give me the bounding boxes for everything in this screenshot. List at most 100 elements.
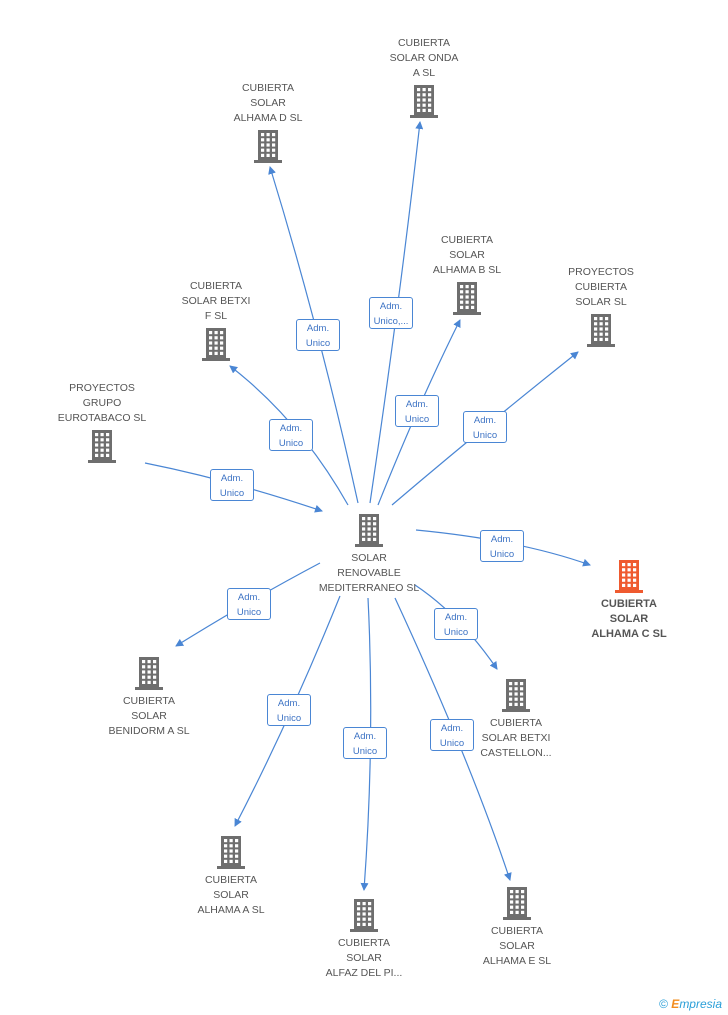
edge-label-text: Unico [404, 414, 430, 425]
edge-label-text: Adm. [444, 612, 468, 623]
building-icon [502, 679, 530, 712]
edge-label-text: Unico,... [373, 316, 409, 327]
company-name-line: SOLAR [609, 613, 649, 625]
building-icon [410, 85, 438, 118]
edge-label-box[interactable]: Adm.Unico [480, 530, 524, 562]
company-name: CUBIERTA SOLAR BETXI CASTELLON... [456, 716, 576, 761]
company-name-line: SOLAR [449, 249, 485, 261]
building-icon [350, 899, 378, 932]
company-name-line: CUBIERTA [189, 280, 243, 292]
company-name: CUBIERTA SOLAR ALHAMA C SL [569, 597, 689, 642]
company-name-line: CUBIERTA [489, 717, 543, 729]
edge-label-text: Unico [489, 549, 515, 560]
edge-label-box[interactable]: Adm.Unico [343, 727, 387, 759]
edge-label-box[interactable]: Adm. Unico [269, 419, 313, 451]
company-name-line: GRUPO [82, 397, 122, 409]
company-name-line: ALHAMA D SL [233, 112, 303, 124]
brand-logo-initial: E [671, 997, 680, 1011]
edge-label-box[interactable]: Adm. Unico [434, 608, 478, 640]
edge-label-text: Unico [276, 713, 302, 724]
company-name: CUBIERTA SOLAR ALFAZ DEL PI... [304, 936, 424, 981]
edge-label-text: Unico [472, 430, 498, 441]
company-name: CUBIERTA SOLAR ALHAMA B SL [407, 233, 527, 278]
company-node[interactable]: CUBIERTA SOLAR ALFAZ DEL PI... [304, 898, 424, 981]
company-name-line: SOLAR SL [575, 296, 627, 308]
company-name-line: SOLAR BETXI [481, 732, 551, 744]
company-name-line: SOLAR [250, 97, 286, 109]
company-name-line: CUBIERTA [337, 937, 391, 949]
edge-label-box[interactable]: Adm. Unico [227, 588, 271, 620]
edge-label-box[interactable]: Adm.Unico [267, 694, 311, 726]
edge-label-text: Adm. [405, 399, 429, 410]
building-icon [503, 887, 531, 920]
company-node[interactable]: CUBIERTA SOLAR ALHAMA B SL [407, 233, 527, 315]
building-icon [88, 430, 116, 463]
edge-label-text: Unico [443, 627, 469, 638]
company-name-line: ALHAMA C SL [591, 628, 667, 640]
company-name-line: SOLAR [346, 952, 382, 964]
company-name-line: ALHAMA B SL [432, 264, 502, 276]
edge-label-text: Adm. [379, 301, 403, 312]
company-name-line: ALHAMA E SL [482, 955, 552, 967]
company-name-line: ALFAZ DEL PI... [325, 967, 403, 979]
company-name-line: SOLAR [213, 889, 249, 901]
company-node[interactable]: CUBIERTA SOLAR ALHAMA C SL [569, 559, 689, 642]
edge-label-text: Adm. [279, 423, 303, 434]
building-icon [217, 836, 245, 869]
company-name-line: SOLAR ONDA [389, 52, 459, 64]
edge-label-box[interactable]: Adm. Unico,... [369, 297, 413, 329]
company-name-line: CUBIERTA [440, 234, 494, 246]
brand-logo-text: mpresia [679, 997, 722, 1011]
company-node[interactable]: CUBIERTA SOLAR BETXI CASTELLON... [456, 678, 576, 761]
company-name-line: EUROTABACO SL [57, 412, 147, 424]
building-icon [355, 514, 383, 547]
edge-label-box[interactable]: Adm. Unico [463, 411, 507, 443]
edge-label-text: Unico [439, 738, 465, 749]
edge-label-box[interactable]: Adm.Unico [430, 719, 474, 751]
edge-label-text: Adm. [473, 415, 497, 426]
company-name-line: CUBIERTA [241, 82, 295, 94]
company-name-line: SOLAR BETXI [181, 295, 251, 307]
company-name: CUBIERTA SOLAR ALHAMA D SL [208, 81, 328, 126]
company-name-line: CASTELLON... [480, 747, 552, 759]
company-name-line: BENIDORM A SL [108, 725, 190, 737]
company-name-line: CUBIERTA [574, 281, 628, 293]
edge-label-box[interactable]: Adm. Unico [395, 395, 439, 427]
edge-label-text: Unico [352, 746, 378, 757]
company-name-line: CUBIERTA [490, 925, 544, 937]
company-name-line: CUBIERTA [397, 37, 451, 49]
edge-label-text: Adm. [237, 592, 261, 603]
company-node[interactable]: CUBIERTA SOLAR ALHAMA D SL [208, 81, 328, 163]
edge-label-text: Unico [236, 607, 262, 618]
edge-label-box[interactable]: Adm.Unico [210, 469, 254, 501]
edge-label-text: Unico [305, 338, 331, 349]
edge-label-text: Adm. [306, 323, 330, 334]
copyright-footer: © Empresia [659, 997, 722, 1011]
company-name-line: CUBIERTA [600, 598, 657, 610]
copyright-symbol: © [659, 997, 668, 1011]
building-icon [615, 560, 643, 593]
company-name-line: ALHAMA A SL [197, 904, 265, 916]
building-icon [135, 657, 163, 690]
building-icon [202, 328, 230, 361]
company-name-line: MEDITERRANEO SL [318, 582, 420, 594]
edge-label-text: Unico [278, 438, 304, 449]
edge-label-box[interactable]: Adm. Unico [296, 319, 340, 351]
building-icon [587, 314, 615, 347]
edge-label-text: Unico [219, 488, 245, 499]
